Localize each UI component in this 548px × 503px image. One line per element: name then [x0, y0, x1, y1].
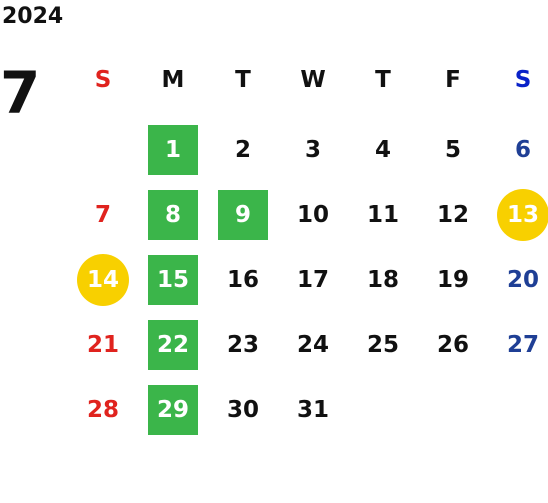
day-cell[interactable]: 4 — [348, 118, 418, 183]
weekday-header: S — [68, 55, 138, 105]
green-day-marker — [148, 320, 198, 370]
day-cell[interactable]: 16 — [208, 248, 278, 313]
day-cell[interactable]: 10 — [278, 183, 348, 248]
day-cell[interactable]: 6 — [488, 118, 548, 183]
day-cell[interactable]: 25 — [348, 313, 418, 378]
day-cell[interactable]: 11 — [348, 183, 418, 248]
weekday-label: S — [514, 66, 532, 93]
day-cell[interactable]: 18 — [348, 248, 418, 313]
day-cell[interactable]: 28 — [68, 378, 138, 443]
day-cell[interactable]: 9 — [208, 183, 278, 248]
day-cell[interactable]: 2 — [208, 118, 278, 183]
weekday-label: T — [375, 66, 391, 93]
day-cell[interactable]: 3 — [278, 118, 348, 183]
day-number: 13 — [506, 202, 539, 228]
day-cell[interactable]: 26 — [418, 313, 488, 378]
day-cell[interactable]: 30 — [208, 378, 278, 443]
green-day-marker — [148, 190, 198, 240]
day-number: 24 — [296, 332, 329, 358]
day-cell[interactable]: 21 — [68, 313, 138, 378]
day-cell[interactable]: 15 — [138, 248, 208, 313]
day-number: 20 — [506, 267, 539, 293]
weekday-header: S — [488, 55, 548, 105]
day-number: 23 — [226, 332, 259, 358]
day-number: 27 — [506, 332, 539, 358]
day-number: 16 — [226, 267, 259, 293]
day-number: 7 — [94, 202, 111, 228]
weekday-header: W — [278, 55, 348, 105]
green-day-marker — [148, 385, 198, 435]
day-cell[interactable]: 17 — [278, 248, 348, 313]
day-number: 8 — [164, 202, 181, 228]
green-day-marker — [148, 125, 198, 175]
weekday-header: T — [208, 55, 278, 105]
day-number: 9 — [234, 202, 251, 228]
year-label: 2024 — [2, 4, 64, 29]
day-number: 26 — [436, 332, 469, 358]
yellow-day-marker — [497, 189, 548, 241]
day-number: 25 — [366, 332, 399, 358]
day-number: 15 — [156, 267, 189, 293]
day-cell[interactable]: 14 — [68, 248, 138, 313]
day-cell[interactable]: 31 — [278, 378, 348, 443]
day-cell[interactable]: 13 — [488, 183, 548, 248]
day-cell[interactable]: 20 — [488, 248, 548, 313]
day-number: 29 — [156, 397, 189, 423]
day-number: 2 — [234, 137, 251, 163]
weekday-label: F — [445, 66, 461, 93]
weekday-header: M — [138, 55, 208, 105]
day-cell[interactable]: 23 — [208, 313, 278, 378]
day-cell[interactable]: 22 — [138, 313, 208, 378]
day-number: 21 — [86, 332, 119, 358]
weekday-header: T — [348, 55, 418, 105]
weekday-label: S — [94, 66, 112, 93]
green-day-marker — [218, 190, 268, 240]
day-cell[interactable]: 19 — [418, 248, 488, 313]
day-cell[interactable]: 7 — [68, 183, 138, 248]
day-number: 14 — [86, 267, 119, 293]
day-number: 22 — [156, 332, 189, 358]
day-number: 19 — [436, 267, 469, 293]
day-number: 11 — [366, 202, 399, 228]
day-number: 12 — [436, 202, 469, 228]
weekday-label: W — [300, 66, 326, 93]
day-cell[interactable]: 12 — [418, 183, 488, 248]
day-number: 30 — [226, 397, 259, 423]
day-number: 5 — [444, 137, 461, 163]
day-number: 1 — [164, 137, 181, 163]
day-number: 3 — [304, 137, 321, 163]
green-day-marker — [148, 255, 198, 305]
day-cell[interactable]: 27 — [488, 313, 548, 378]
weekday-label: M — [161, 66, 185, 93]
day-number: 18 — [366, 267, 399, 293]
day-number: 28 — [86, 397, 119, 423]
yellow-day-marker — [77, 254, 129, 306]
day-number: 31 — [296, 397, 329, 423]
day-number: 17 — [296, 267, 329, 293]
day-cell[interactable]: 1 — [138, 118, 208, 183]
day-cell[interactable]: 24 — [278, 313, 348, 378]
day-cell[interactable]: 8 — [138, 183, 208, 248]
day-cell[interactable]: 5 — [418, 118, 488, 183]
month-number: 7 — [0, 59, 41, 127]
day-cell[interactable]: 29 — [138, 378, 208, 443]
weekday-label: T — [235, 66, 251, 93]
day-number: 10 — [296, 202, 329, 228]
weekday-header: F — [418, 55, 488, 105]
day-number: 4 — [374, 137, 391, 163]
day-number: 6 — [514, 137, 531, 163]
